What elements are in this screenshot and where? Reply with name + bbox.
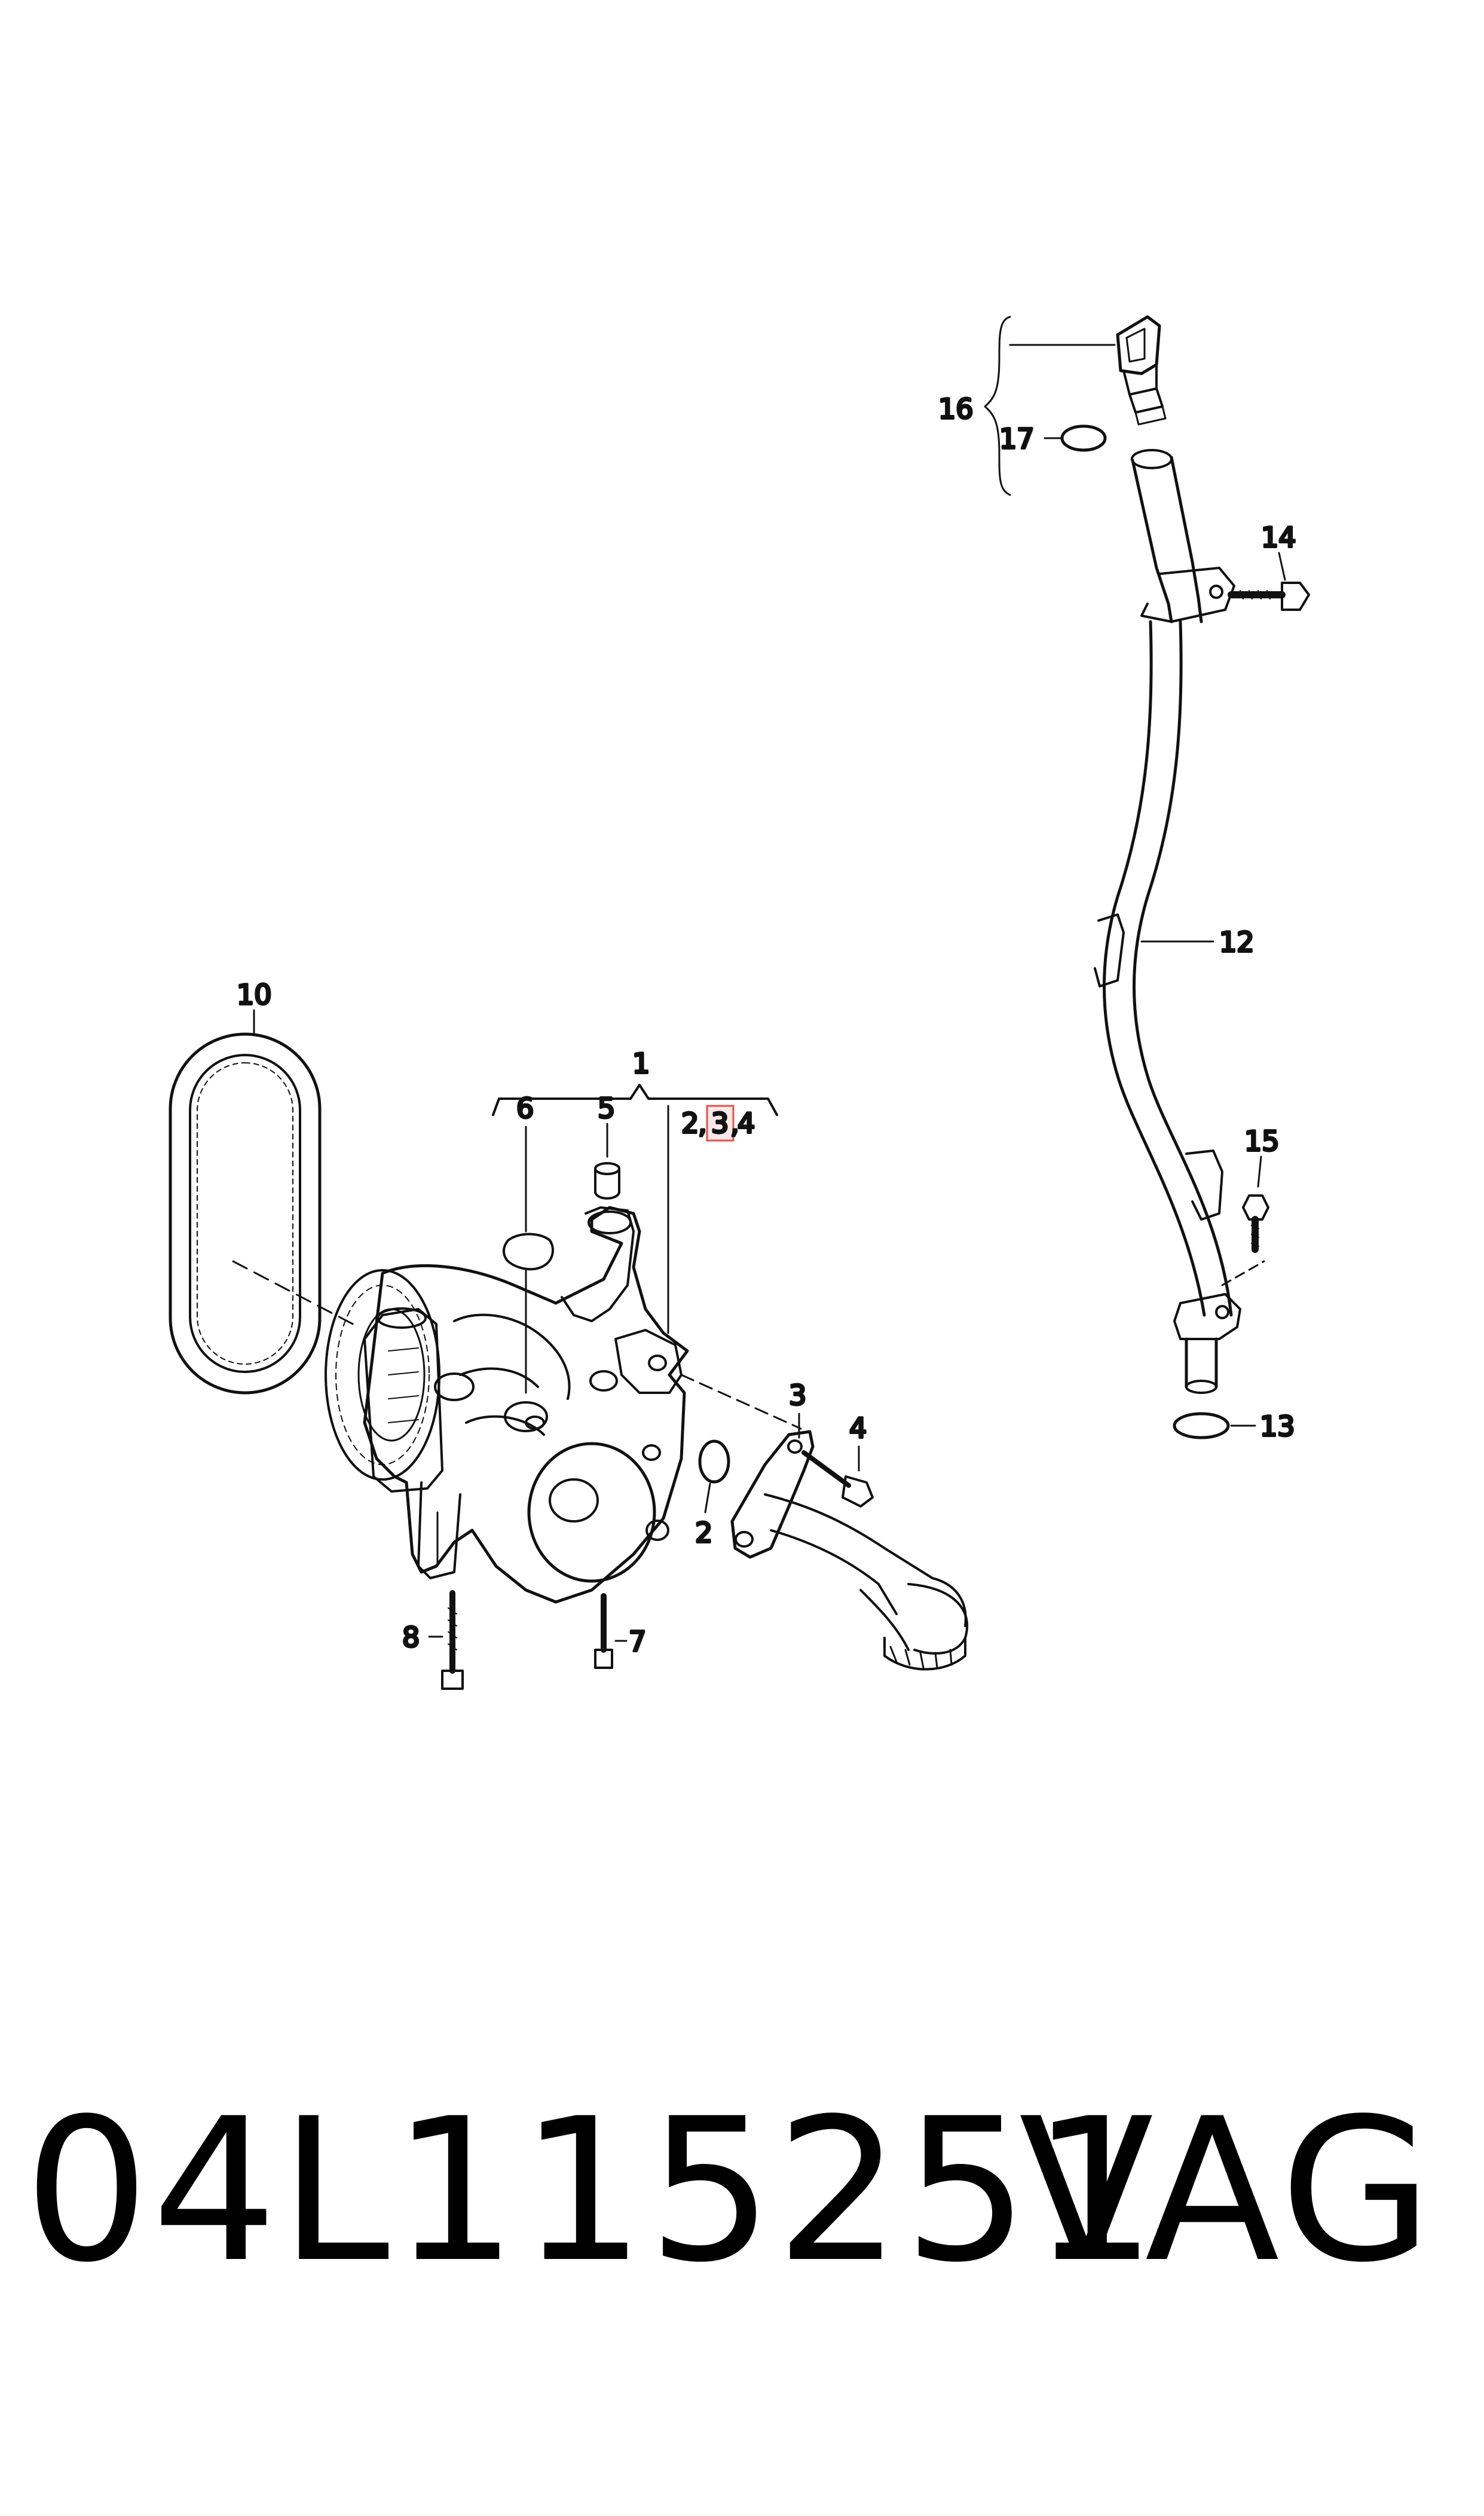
- bracket-1: [492, 1084, 778, 1116]
- bolt-8: [441, 1590, 464, 1690]
- leader-14: [1278, 552, 1286, 581]
- callout-6: 6: [516, 1092, 534, 1124]
- callout-4: 4: [849, 1412, 867, 1444]
- dipstick-handle: [1116, 315, 1167, 426]
- callout-2-group: 2: [681, 1107, 699, 1139]
- bolt-14: [1228, 582, 1310, 611]
- callout-3: 3: [789, 1379, 806, 1411]
- callout-15: 15: [1244, 1125, 1280, 1157]
- callout-10: 10: [237, 979, 272, 1011]
- leader-15: [1257, 1155, 1262, 1188]
- brace-16: [984, 316, 1011, 496]
- axis-line-bolt15: [1221, 1260, 1265, 1286]
- seal-13: [1173, 1412, 1230, 1439]
- o-ring-2: [698, 1439, 730, 1484]
- bolt-4: [801, 1450, 874, 1508]
- callout-14: 14: [1261, 521, 1296, 554]
- callout-17: 17: [999, 423, 1035, 455]
- callout-1: 1: [632, 1047, 650, 1080]
- callout-comma-a: ,: [698, 1107, 707, 1139]
- dipstick-guide-tube: [1094, 449, 1241, 1394]
- axis-line-pump: [680, 1374, 802, 1430]
- bolt-7: [594, 1593, 613, 1669]
- axis-line-belt: [232, 1260, 360, 1328]
- highlight-box: [706, 1105, 735, 1142]
- gasket-6: [503, 1233, 554, 1271]
- callout-16: 16: [938, 393, 974, 425]
- suction-pipe: [730, 1430, 969, 1671]
- callout-13: 13: [1260, 1410, 1295, 1442]
- leader-2: [704, 1482, 711, 1514]
- bolt-5: [594, 1162, 620, 1200]
- callout-7: 7: [629, 1625, 646, 1658]
- o-ring-17: [1060, 424, 1107, 452]
- callout-12: 12: [1219, 926, 1254, 958]
- bolt-15: [1242, 1194, 1269, 1253]
- brand-label: VAG: [1018, 2076, 1436, 2306]
- callout-2: 2: [695, 1517, 712, 1549]
- callout-3-group: 3: [711, 1107, 729, 1139]
- toothed-belt: [169, 1032, 322, 1395]
- part-number: 04L115251: [24, 2076, 1159, 2306]
- callout-comma-b: ,: [730, 1107, 739, 1139]
- callout-5: 5: [598, 1092, 615, 1124]
- callout-8: 8: [402, 1621, 420, 1653]
- callout-4-group: 4: [738, 1107, 755, 1139]
- exploded-parts-diagram: 1 2 , 3 , 4 2 3 4 5 6 7 8 10 12 13 14 15…: [169, 315, 1310, 1690]
- oil-pump-assembly: [325, 1206, 689, 1604]
- footer: 04L115251 VAG: [0, 2092, 1484, 2403]
